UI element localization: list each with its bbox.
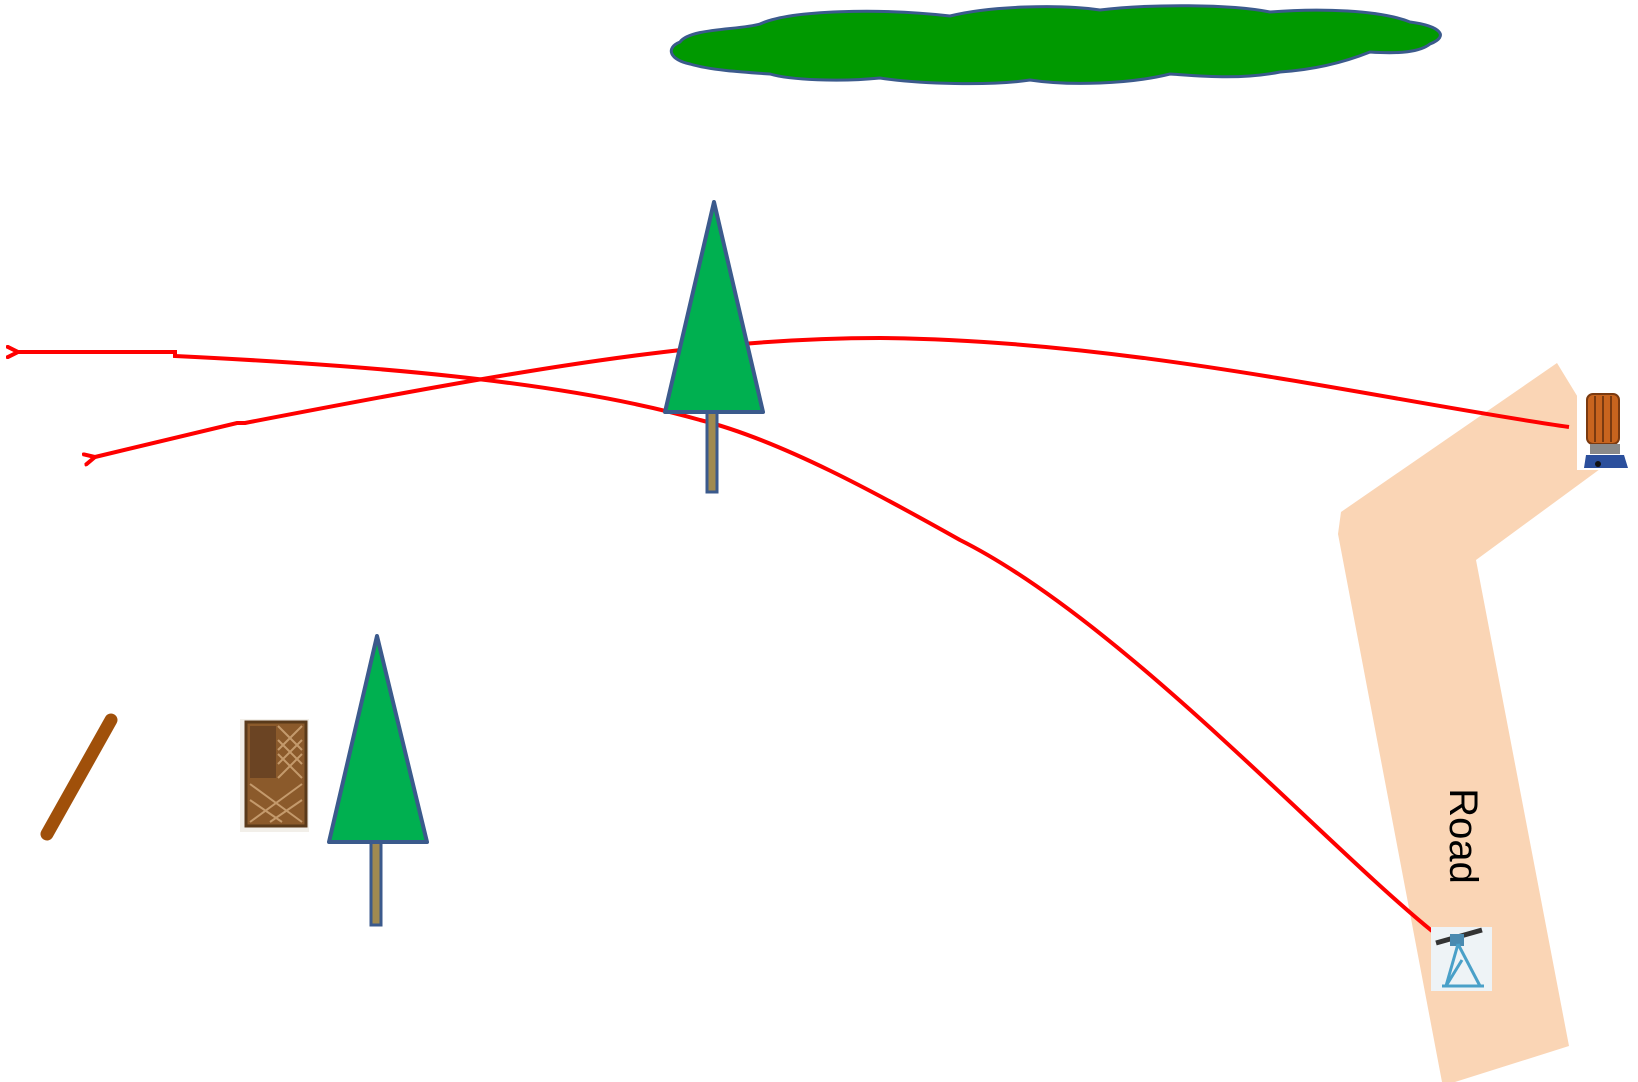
- log: [40, 713, 118, 841]
- bush-hedge: [669, 4, 1442, 86]
- tripod-machine-icon: [1431, 927, 1492, 991]
- road-label: Road: [1441, 788, 1485, 884]
- tree-lower: [327, 634, 429, 927]
- road: Road: [1338, 363, 1615, 1082]
- trajectory-1: [18, 352, 1434, 933]
- tree-upper: [663, 200, 765, 494]
- clay-thrower-icon: [1577, 390, 1632, 470]
- trajectory-2: [95, 335, 1570, 457]
- wooden-lattice-stand-icon: [240, 719, 309, 832]
